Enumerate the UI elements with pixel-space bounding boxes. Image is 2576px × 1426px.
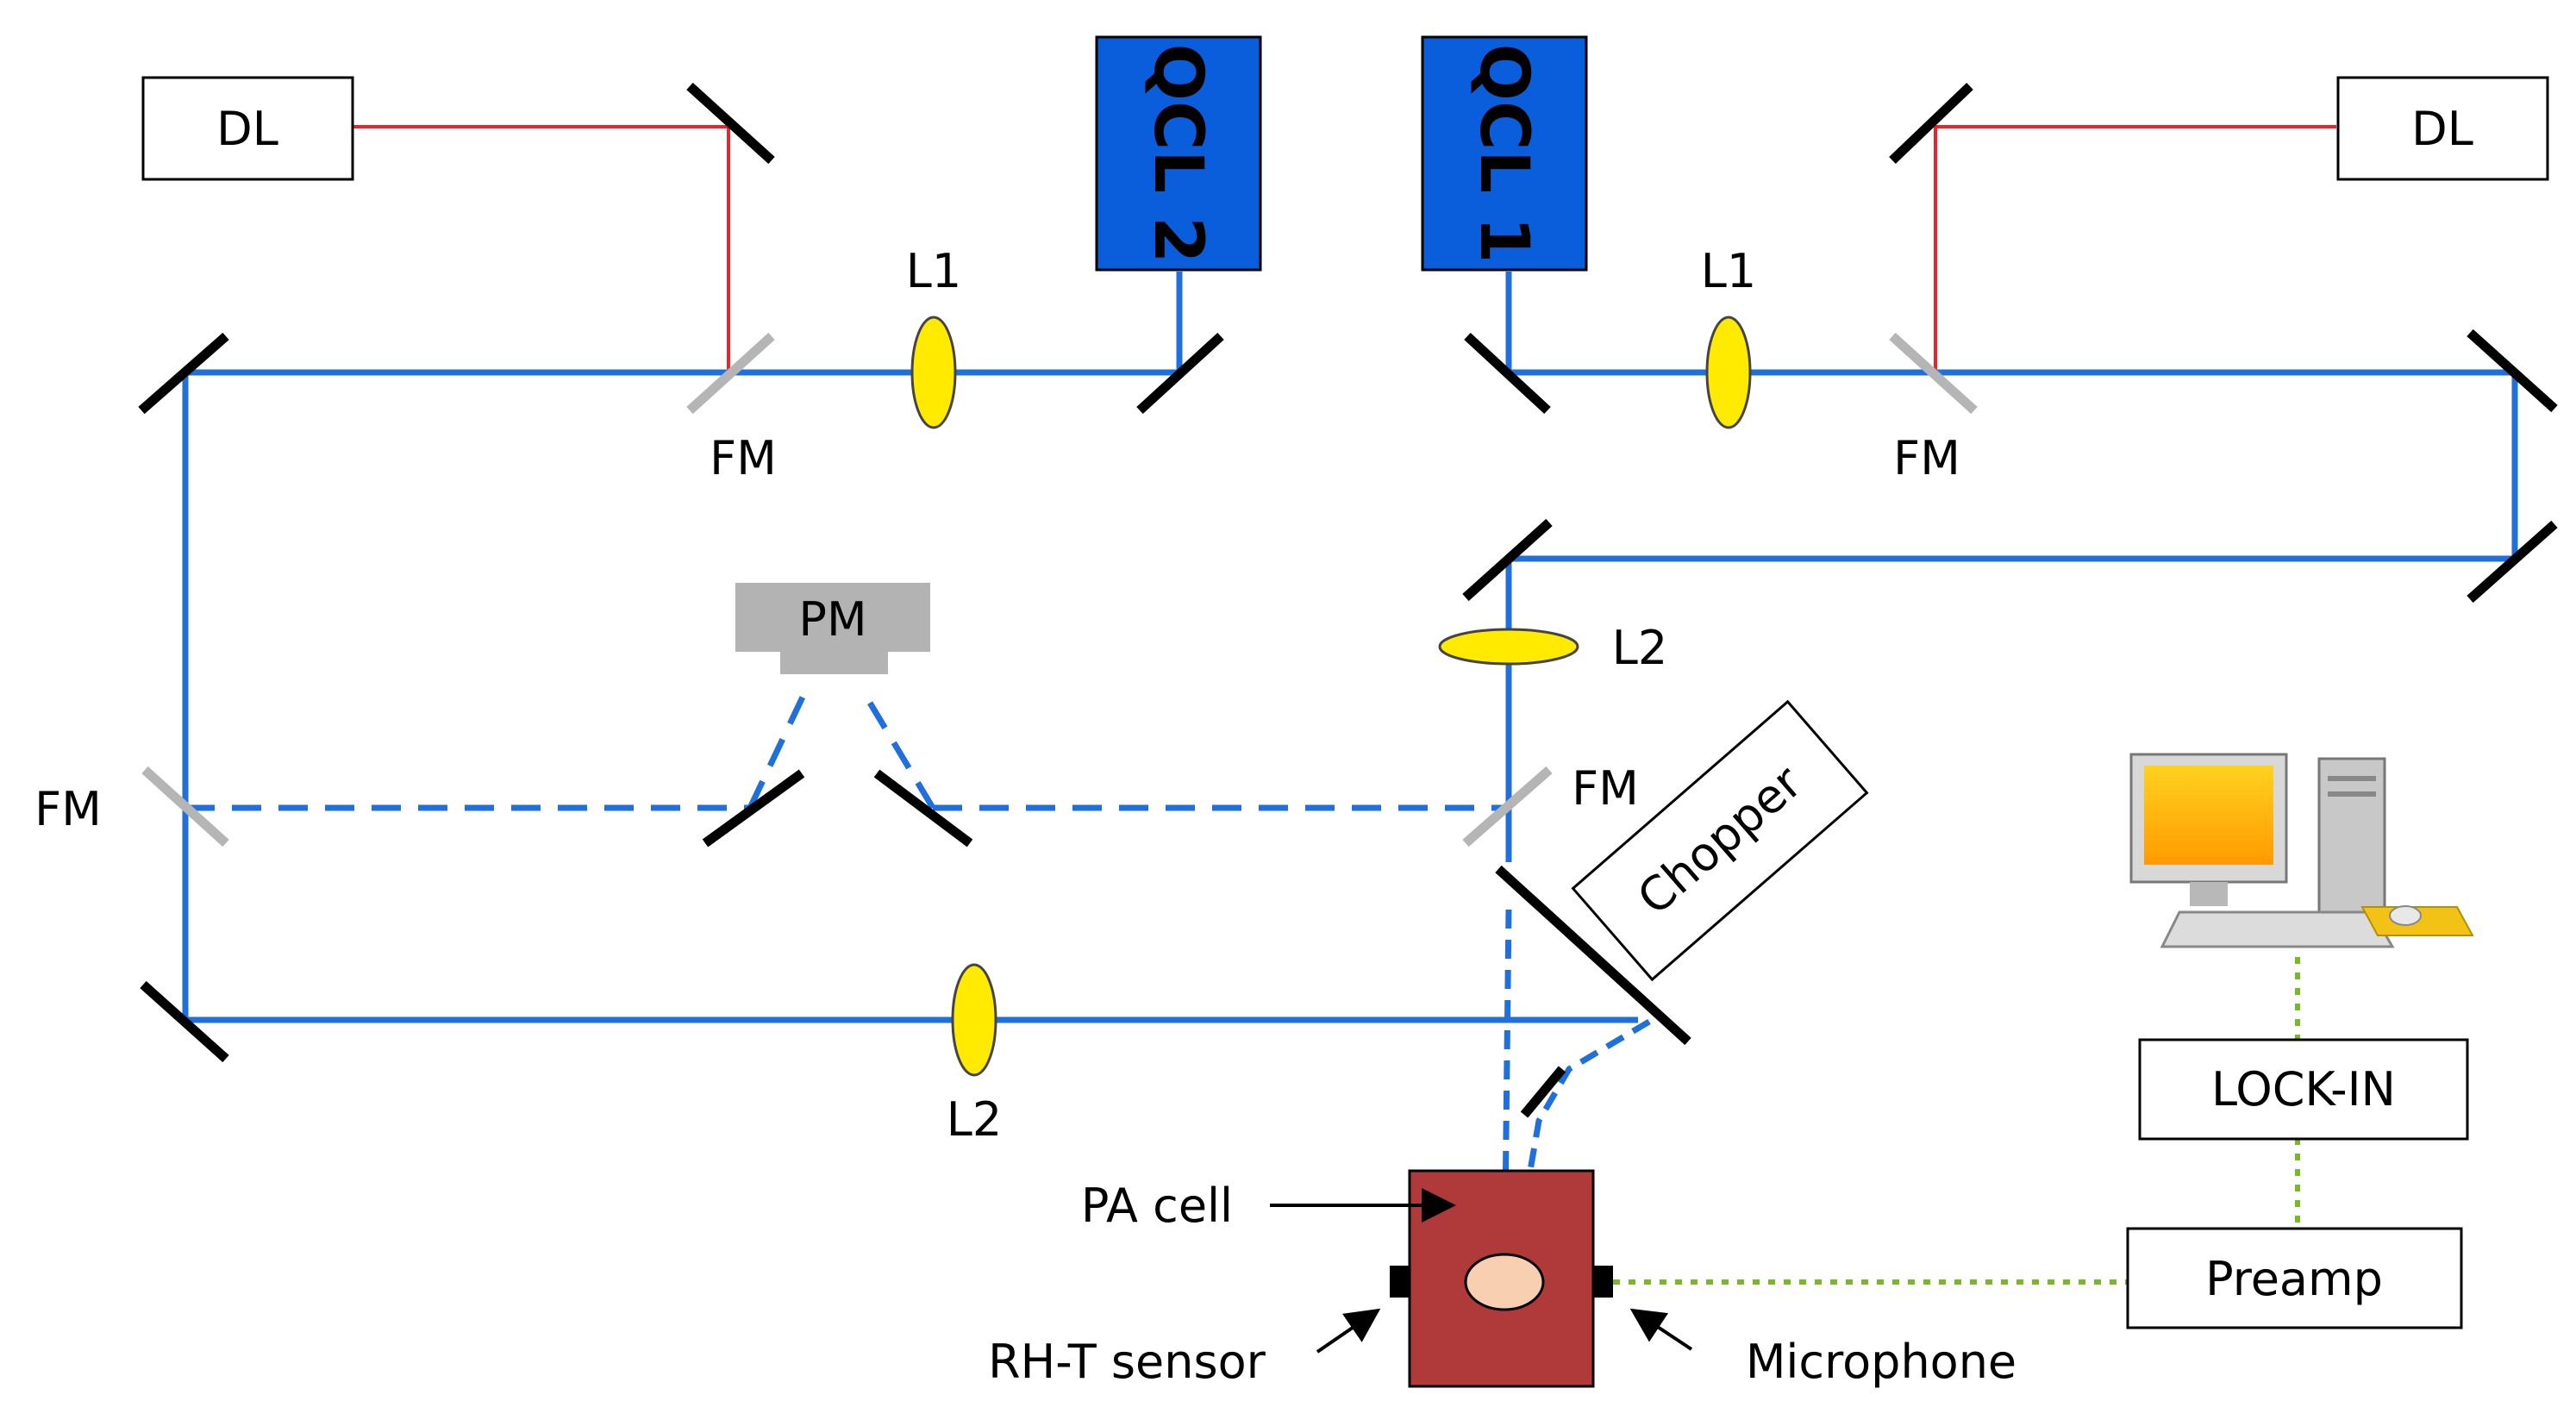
l1-left-label: L1 xyxy=(906,244,961,298)
rht-sensor xyxy=(1390,1266,1410,1298)
rht-sensor-label: RH-T sensor xyxy=(988,1335,1266,1389)
fm-right-top-label: FM xyxy=(1893,431,1960,485)
qcl1-label: QCL 1 xyxy=(1465,44,1542,264)
qcl-beam-paths xyxy=(182,272,2518,1023)
flip-mirror xyxy=(1462,766,1553,847)
flip-mirrors xyxy=(141,332,1978,847)
qcl2-source: QCL 2 xyxy=(1095,35,1262,272)
dl-left-label: DL xyxy=(216,102,278,156)
mirror xyxy=(873,769,973,847)
diode-laser-left: DL xyxy=(141,76,354,181)
dl-right-label: DL xyxy=(2411,102,2473,156)
mirror xyxy=(138,332,229,415)
qcl1-source: QCL 1 xyxy=(1421,35,1588,272)
fm-center-label: FM xyxy=(1572,761,1639,816)
fm-far-left-label: FM xyxy=(34,782,102,836)
preamp-label: Preamp xyxy=(2205,1252,2383,1306)
mirror xyxy=(1495,865,1691,1046)
mirror xyxy=(686,82,775,165)
microphone-label: Microphone xyxy=(1746,1335,2016,1389)
qcl2-label: QCL 2 xyxy=(1139,44,1216,264)
pm-label: PM xyxy=(798,592,866,647)
pa-cell-chamber xyxy=(1464,1253,1545,1311)
l2-vertical-label: L2 xyxy=(1612,621,1667,675)
pa-cell-label: PA cell xyxy=(1081,1179,1233,1233)
preamp: Preamp xyxy=(2126,1227,2463,1329)
chopper: Chopper xyxy=(1571,699,1869,982)
mirror xyxy=(1520,1066,1566,1118)
diode-laser-right: DL xyxy=(2336,76,2549,181)
lens-l2-bottom xyxy=(951,963,997,1077)
flip-mirror xyxy=(141,766,229,847)
lenses xyxy=(910,316,1752,1077)
mirror xyxy=(1889,83,1973,164)
lock-in-label: LOCK-IN xyxy=(2211,1062,2396,1116)
pointer-arrows xyxy=(1270,1188,1693,1354)
mirror xyxy=(1464,332,1551,415)
mirror xyxy=(2467,520,2558,604)
l2-bottom-label: L2 xyxy=(947,1092,1002,1147)
microphone xyxy=(1592,1266,1613,1298)
alignment-laser-beams xyxy=(353,125,2336,372)
lens-l1-right xyxy=(1705,316,1752,429)
mirrors xyxy=(138,82,2558,1118)
mirror xyxy=(2467,328,2558,413)
desktop-computer-icon xyxy=(2129,753,2474,948)
mirror xyxy=(1136,332,1224,415)
pa-cell xyxy=(1390,1169,1613,1388)
lock-in-amplifier: LOCK-IN xyxy=(2138,1038,2469,1141)
component-labels: L1 L1 FM FM FM FM L2 L2 PA cell RH-T sen… xyxy=(34,244,2016,1389)
flip-mirror xyxy=(1889,332,1978,415)
mirror xyxy=(1462,518,1553,602)
lens-l1-left xyxy=(910,316,957,429)
lens-l2-vertical xyxy=(1438,628,1579,666)
l1-right-label: L1 xyxy=(1701,244,1756,298)
mirror xyxy=(140,980,229,1063)
power-meter: PM xyxy=(735,583,930,674)
mirror xyxy=(702,769,805,847)
dashed-beam-paths xyxy=(185,688,1509,811)
flip-mirror xyxy=(686,332,775,415)
fm-left-top-label: FM xyxy=(710,431,777,485)
